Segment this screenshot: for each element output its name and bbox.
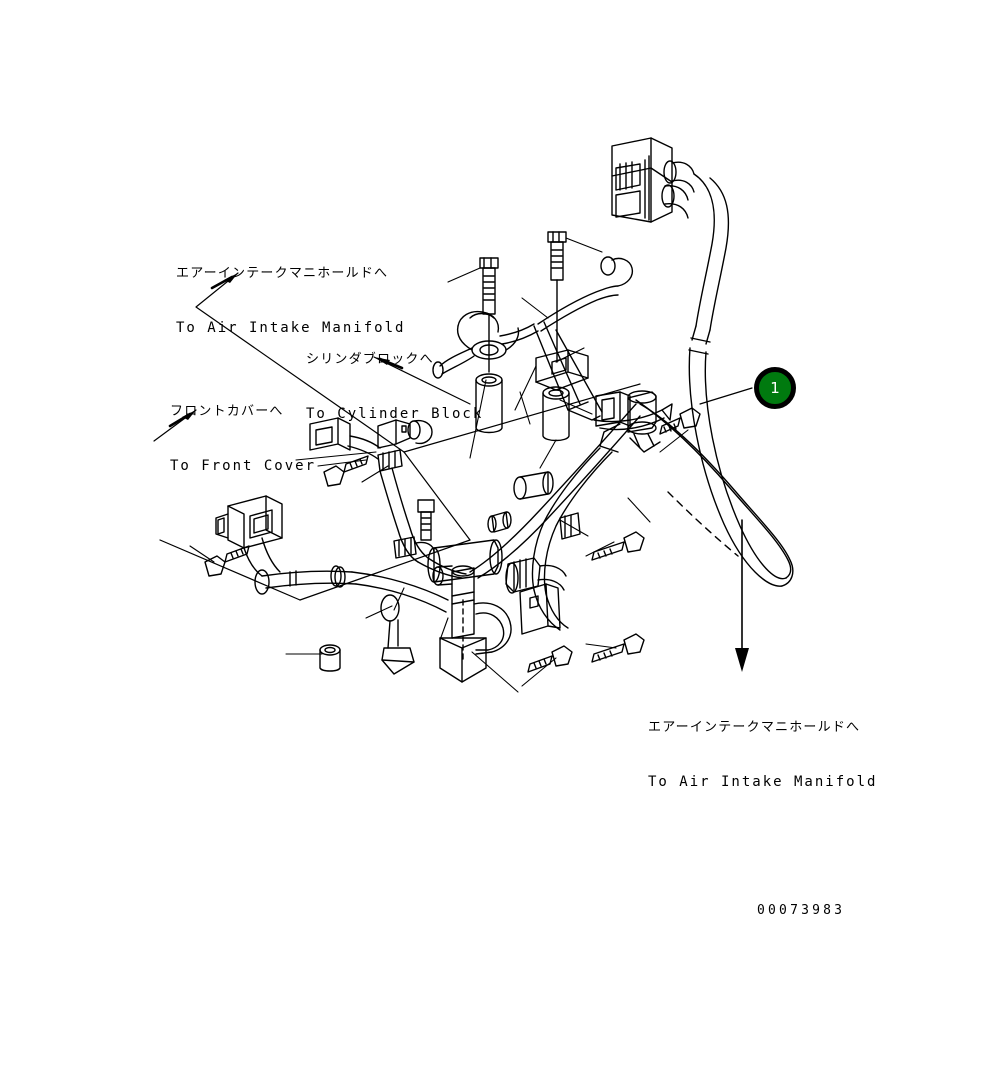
annotation-en-text: To Front Cover xyxy=(170,458,317,474)
annotation-arrows xyxy=(153,272,749,672)
spacer-center xyxy=(542,386,570,442)
annotation-jp-text: シリンダブロックへ xyxy=(306,352,434,367)
cylinder-body-right xyxy=(599,390,661,453)
center-upper-assembly xyxy=(432,231,701,453)
annotation-jp-text: エアーインテークマニホールドへ xyxy=(176,266,389,281)
injector-body xyxy=(439,565,487,683)
annotation-en-text: To Cylinder Block xyxy=(306,406,484,422)
callout-number: 1 xyxy=(770,378,780,397)
drawing-number: 00073983 xyxy=(757,903,846,918)
bolt-left xyxy=(204,545,250,577)
annotation-to-cylinder-block: シリンダブロックへ To Cylinder Block xyxy=(306,314,483,461)
annotation-to-air-intake-manifold-bottom: エアーインテークマニホールドへ To Air Intake Manifold xyxy=(648,682,877,829)
lower-left-pipe xyxy=(254,565,449,613)
annotation-jp-text: エアーインテークマニホールドへ xyxy=(648,720,861,735)
spacer-bottom-left xyxy=(319,644,341,672)
lower-center-assembly xyxy=(432,511,645,683)
bolt-lower-right-1 xyxy=(591,531,645,561)
clamp-lower-left xyxy=(393,536,435,559)
top-connector-block xyxy=(611,137,695,223)
annotation-jp-text: フロントカバーへ xyxy=(170,404,284,419)
left-assembly xyxy=(204,417,503,675)
bolt-upper-center xyxy=(547,231,567,281)
part-leader-lines xyxy=(189,237,689,693)
clamp-mid xyxy=(559,512,581,540)
strut-bracket xyxy=(533,321,673,431)
annotation-to-air-intake-manifold-top: エアーインテークマニホールドへ To Air Intake Manifold xyxy=(176,228,405,375)
connector-left-large xyxy=(215,495,283,577)
bolt-lower-right-2 xyxy=(591,633,645,663)
mid-hose-runs xyxy=(469,403,641,631)
spacer-small-a xyxy=(432,565,453,586)
tee-fitting-left xyxy=(432,310,539,379)
spacer-small-b xyxy=(487,511,512,533)
bracket-clamp-upper-left xyxy=(377,419,433,472)
bolt-lower-center xyxy=(527,645,573,673)
pipe-junction-left xyxy=(380,594,415,675)
bracket-plate xyxy=(535,349,589,391)
bolt-center-left xyxy=(417,499,435,541)
annotation-en-text: To Air Intake Manifold xyxy=(176,320,406,336)
annotation-to-front-cover: フロントカバーへ To Front Cover xyxy=(170,366,316,513)
bolt-mid-right xyxy=(659,407,701,435)
callout-badge-1[interactable]: 1 xyxy=(754,367,796,409)
bracket-lower-right xyxy=(519,583,561,635)
hose-left-curve xyxy=(379,467,467,579)
spacer-mid-hose xyxy=(513,471,554,500)
annotation-en-text: To Air Intake Manifold xyxy=(648,774,878,790)
hose-u-lower xyxy=(473,602,512,655)
bolt-upper-left xyxy=(479,257,499,315)
upper-right-hose xyxy=(537,256,634,332)
callout-leader-line xyxy=(699,387,753,405)
main-air-hose xyxy=(635,173,794,587)
